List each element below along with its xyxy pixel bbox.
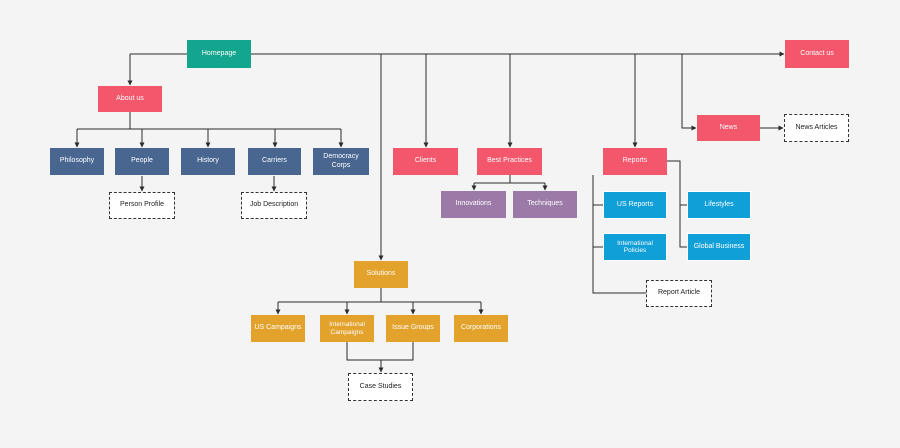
node-best-practices[interactable]: Best Practices (477, 148, 542, 175)
node-news[interactable]: News (697, 115, 760, 141)
node-philosophy[interactable]: Philosophy (50, 148, 104, 175)
link-reports-left (592, 175, 646, 294)
node-us-campaigns[interactable]: US Campaigns (251, 315, 305, 342)
node-us-reports[interactable]: US Reports (603, 191, 667, 219)
node-person-profile[interactable]: Person Profile (109, 192, 175, 219)
node-people[interactable]: People (115, 148, 169, 175)
node-international-campaigns[interactable]: International Campaigns (320, 315, 374, 342)
link-homepage-news (681, 54, 697, 131)
node-history[interactable]: History (181, 148, 235, 175)
node-innovations[interactable]: Innovations (441, 191, 506, 218)
node-homepage[interactable]: Homepage (187, 40, 251, 68)
link-campaigns-merge (346, 342, 414, 361)
node-about-us[interactable]: About us (98, 86, 162, 112)
node-carriers[interactable]: Carriers (248, 148, 301, 175)
node-news-articles[interactable]: News Articles (784, 114, 849, 142)
node-issue-groups[interactable]: Issue Groups (386, 315, 440, 342)
node-report-article[interactable]: Report Article (646, 280, 712, 307)
node-contact-us[interactable]: Contact us (785, 40, 849, 68)
node-clients[interactable]: Clients (393, 148, 458, 175)
node-democracy-corps[interactable]: Democracy Corps (313, 148, 369, 175)
node-techniques[interactable]: Techniques (513, 191, 577, 218)
node-reports[interactable]: Reports (603, 148, 667, 175)
node-job-description[interactable]: Job Description (241, 192, 307, 219)
link-reports-right (667, 160, 687, 248)
node-case-studies[interactable]: Case Studies (348, 373, 413, 401)
node-global-business[interactable]: Global Business (687, 233, 751, 261)
node-lifestyles[interactable]: Lifestyles (687, 191, 751, 219)
node-international-policies[interactable]: International Policies (603, 233, 667, 261)
node-solutions[interactable]: Solutions (354, 261, 408, 288)
node-corporations[interactable]: Corporations (454, 315, 508, 342)
